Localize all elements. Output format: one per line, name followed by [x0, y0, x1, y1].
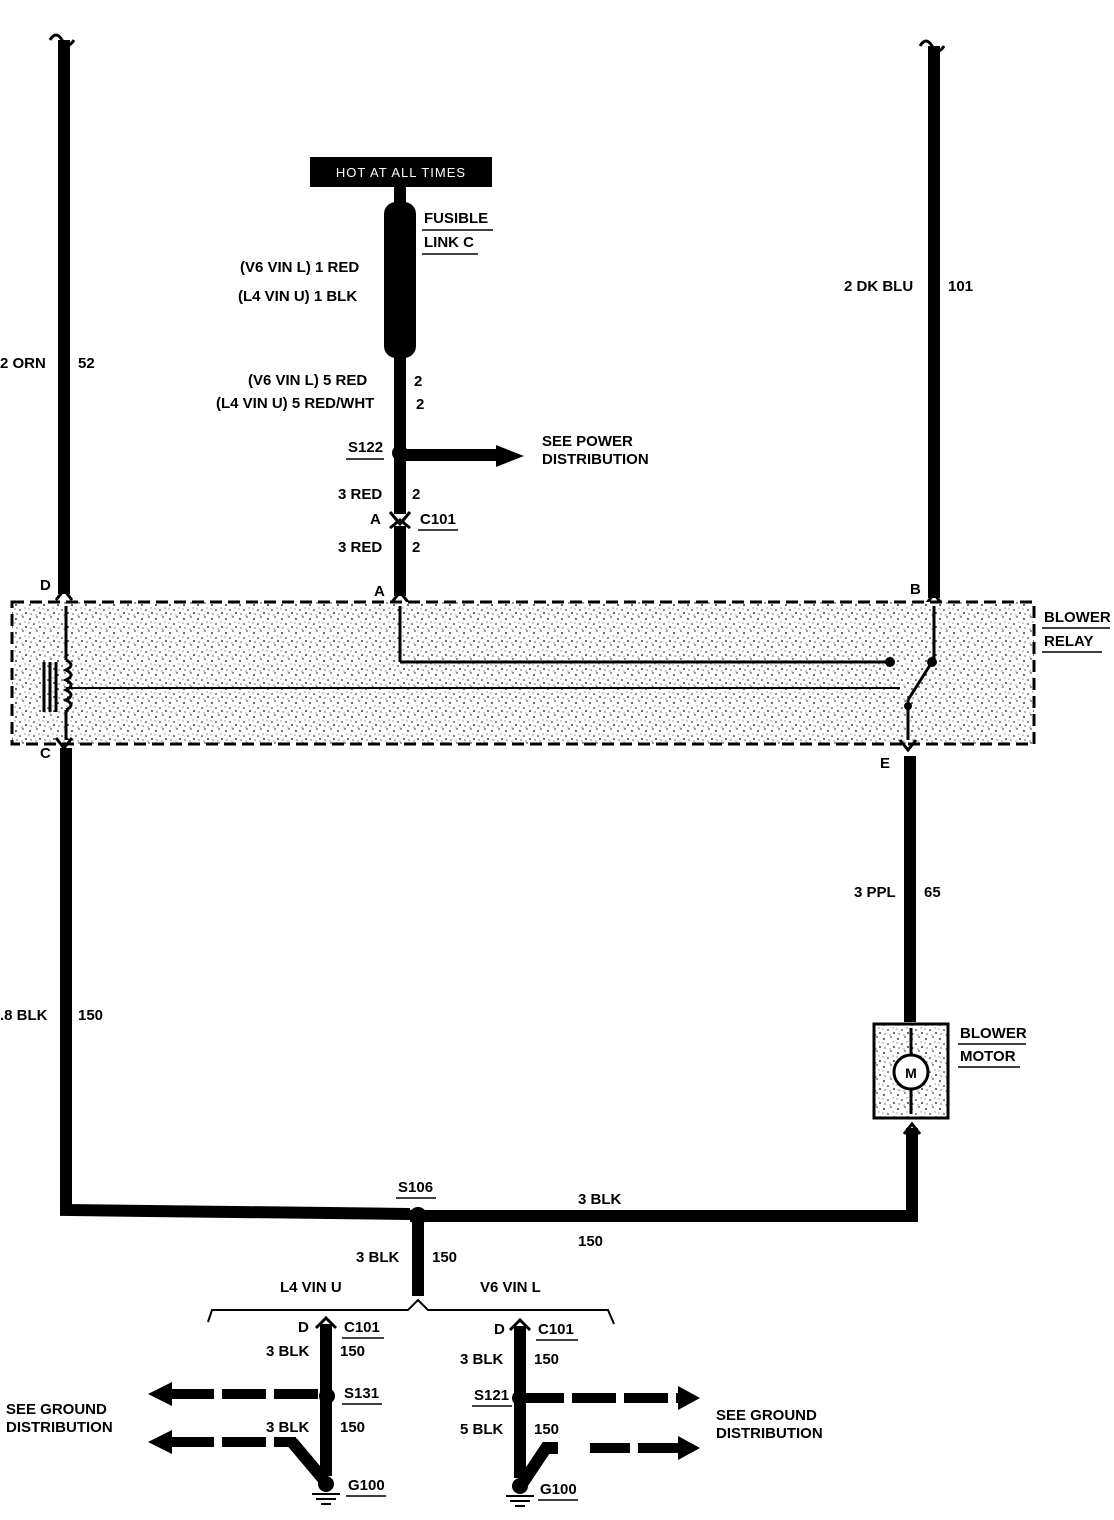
fusible-link — [384, 202, 416, 358]
relay-terminal-d: D — [40, 577, 51, 594]
blower-relay-box — [10, 600, 1036, 746]
left-see-ground-arrow-upper — [148, 1382, 172, 1406]
left-ground-g100: G100 — [348, 1477, 385, 1494]
blower-motor-label-1: BLOWER — [960, 1025, 1027, 1042]
blower-motor-label-2: MOTOR — [960, 1048, 1016, 1065]
right-wire-color-label: 2 DK BLU — [844, 278, 913, 295]
right-wire-150-b: 150 — [534, 1421, 559, 1438]
right-connector-d: D — [494, 1321, 505, 1338]
wire-v6-5red: (V6 VIN L) 5 RED — [248, 372, 367, 389]
relay-terminal-c: C — [40, 745, 51, 762]
circuit-2-d: 2 — [412, 539, 420, 556]
relay-coil — [42, 606, 73, 740]
circuit-2-a: 2 — [414, 373, 422, 390]
wire-l4-5redwht: (L4 VIN U) 5 RED/WHT — [216, 395, 374, 412]
connector-c101-upper — [388, 511, 412, 530]
left-see-ground-arrow-lower — [148, 1430, 172, 1454]
blower-relay-label-1: BLOWER — [1044, 609, 1111, 626]
hot-at-all-times-box — [310, 157, 492, 187]
splice-s121-label: S121 — [474, 1387, 509, 1404]
l4-vin-u-label: L4 VIN U — [280, 1279, 342, 1296]
right-wire-5blk: 5 BLK — [460, 1421, 504, 1438]
right-wire-circuit: 101 — [948, 278, 973, 295]
left-wire-3blk-a: 3 BLK — [266, 1343, 310, 1360]
v6-vin-l-label: V6 VIN L — [480, 1279, 541, 1296]
right-see-ground-arrow-upper — [678, 1386, 700, 1410]
splice-s131-dot — [319, 1388, 335, 1404]
right-wire-upper — [918, 39, 946, 605]
right-lower-wire-color: 3 PPL — [854, 884, 896, 901]
splice-s131-label: S131 — [344, 1385, 379, 1402]
left-lower-wire-circuit: 150 — [78, 1007, 103, 1024]
splice-s122-label: S122 — [348, 439, 383, 456]
wire-v6-1red: (V6 VIN L) 1 RED — [240, 259, 359, 276]
right-ground-symbol — [506, 1478, 534, 1507]
right-lower-wire-circuit: 65 — [924, 884, 941, 901]
see-ground-left-label-2: DISTRIBUTION — [6, 1419, 113, 1436]
see-ground-right-label-1: SEE GROUND — [716, 1407, 817, 1424]
left-wire-3blk-b: 3 BLK — [266, 1419, 310, 1436]
hot-at-all-times-label: HOT AT ALL TIMES — [336, 165, 466, 180]
left-ground-symbol — [312, 1476, 340, 1505]
wire-3red-lower: 3 RED — [338, 539, 382, 556]
option-bracket — [207, 1298, 615, 1325]
fusible-link-label-2: LINK C — [424, 234, 474, 251]
right-ground-g100: G100 — [540, 1481, 577, 1498]
right-see-ground-arrow-lower — [678, 1436, 700, 1460]
stem-150: 150 — [432, 1249, 457, 1266]
connector-c101-upper-label: C101 — [420, 511, 456, 528]
relay-terminal-e: E — [880, 755, 890, 772]
blower-relay-label-2: RELAY — [1044, 633, 1093, 650]
fusible-link-label-1: FUSIBLE — [424, 210, 488, 227]
right-wire-150-a: 150 — [534, 1351, 559, 1368]
connector-a-upper: A — [370, 511, 381, 528]
right-wire-3blk-a: 3 BLK — [460, 1351, 504, 1368]
left-wire-circuit: 52 — [78, 355, 95, 372]
left-connector-d: D — [298, 1319, 309, 1336]
left-connector-c101: C101 — [344, 1319, 380, 1336]
wire-3red-upper: 3 RED — [338, 486, 382, 503]
see-power-label-1: SEE POWER — [542, 433, 633, 450]
relay-contact — [66, 606, 937, 740]
splice-s106-label: S106 — [398, 1179, 433, 1196]
relay-terminal-a: A — [374, 583, 385, 600]
see-ground-left-label-1: SEE GROUND — [6, 1401, 107, 1418]
right-connector-c101: C101 — [538, 1321, 574, 1338]
see-ground-right-label-2: DISTRIBUTION — [716, 1425, 823, 1442]
stem-3blk: 3 BLK — [356, 1249, 400, 1266]
bottom-wire-150: 150 — [578, 1233, 603, 1250]
relay-terminal-b: B — [910, 581, 921, 598]
see-power-label-2: DISTRIBUTION — [542, 451, 649, 468]
left-wire-color-label: 2 ORN — [0, 355, 46, 372]
left-wire-upper — [48, 33, 76, 601]
left-wire-150-a: 150 — [340, 1343, 365, 1360]
circuit-2-b: 2 — [416, 396, 424, 413]
wire-l4-1blk: (L4 VIN U) 1 BLK — [238, 288, 357, 305]
left-wire-150-b: 150 — [340, 1419, 365, 1436]
blower-motor-m: M — [905, 1065, 917, 1081]
bottom-wire-3blk: 3 BLK — [578, 1191, 622, 1208]
left-lower-wire-color: .8 BLK — [0, 1007, 48, 1024]
circuit-2-c: 2 — [412, 486, 420, 503]
see-power-arrow — [496, 445, 524, 467]
